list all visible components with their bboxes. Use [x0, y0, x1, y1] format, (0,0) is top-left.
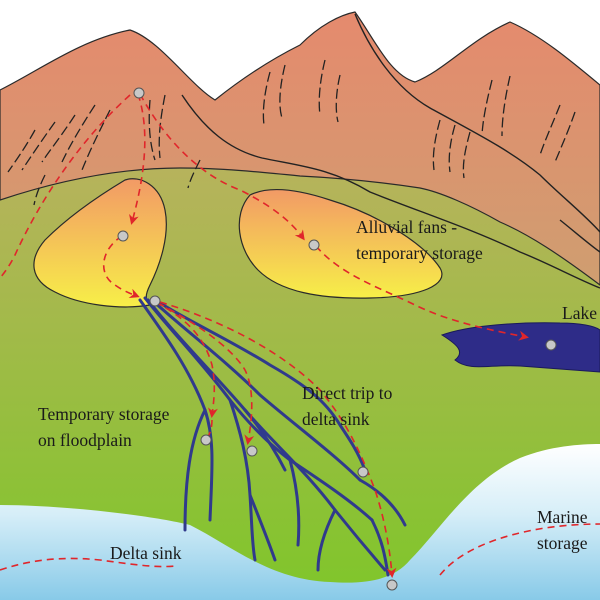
path-fan-left-entry: [129, 93, 146, 225]
path-right-fan-to-lake: [315, 245, 529, 341]
path-peak-to-right-fan: [139, 93, 305, 241]
label-floodplain-line1: Temporary storage: [38, 404, 170, 424]
node-right-fan: [308, 239, 320, 251]
label-alluvial-fans-line2: temporary storage: [356, 243, 483, 263]
path-left-fan-to-apex: [102, 235, 140, 299]
sediment-nodes: [117, 87, 557, 591]
path-direct-trip: [159, 301, 397, 578]
label-direct-trip-line2: delta sink: [302, 409, 370, 429]
label-marine-line1: Marine: [537, 507, 588, 527]
path-apex-to-midchannel: [157, 302, 255, 445]
alluvial-fan-right: [238, 188, 443, 299]
node-floodplain: [200, 434, 212, 446]
mountain-ridge-lines: [181, 13, 600, 289]
lake: [440, 322, 600, 373]
label-marine-line2: storage: [537, 533, 588, 553]
node-delta-sink: [386, 579, 398, 591]
mountain-slope-hachures: [7, 59, 576, 206]
label-delta-sink: Delta sink: [110, 543, 182, 563]
path-apex-to-floodplain: [154, 301, 218, 418]
label-direct-trip-line1: Direct trip to: [302, 383, 393, 403]
mountain-range: [0, 11, 600, 286]
label-alluvial-fans-line1: Alluvial fans -: [356, 217, 457, 237]
path-delta-sink-coast: [0, 557, 176, 571]
label-lake: Lake: [562, 303, 597, 323]
sea-basin: [0, 444, 600, 600]
sediment-transport-paths: [0, 93, 600, 578]
node-fan-apex: [149, 295, 161, 307]
node-mid-channel: [246, 445, 258, 457]
diagram-labels: Alluvial fans - temporary storage Lake D…: [38, 217, 597, 563]
path-marine-storage: [439, 523, 600, 576]
node-source-peak: [133, 87, 145, 99]
label-floodplain-line2: on floodplain: [38, 430, 132, 450]
alluvial-fan-left: [33, 178, 167, 308]
node-direct-trip: [357, 466, 369, 478]
node-lake: [545, 339, 557, 351]
node-left-fan: [117, 230, 129, 242]
